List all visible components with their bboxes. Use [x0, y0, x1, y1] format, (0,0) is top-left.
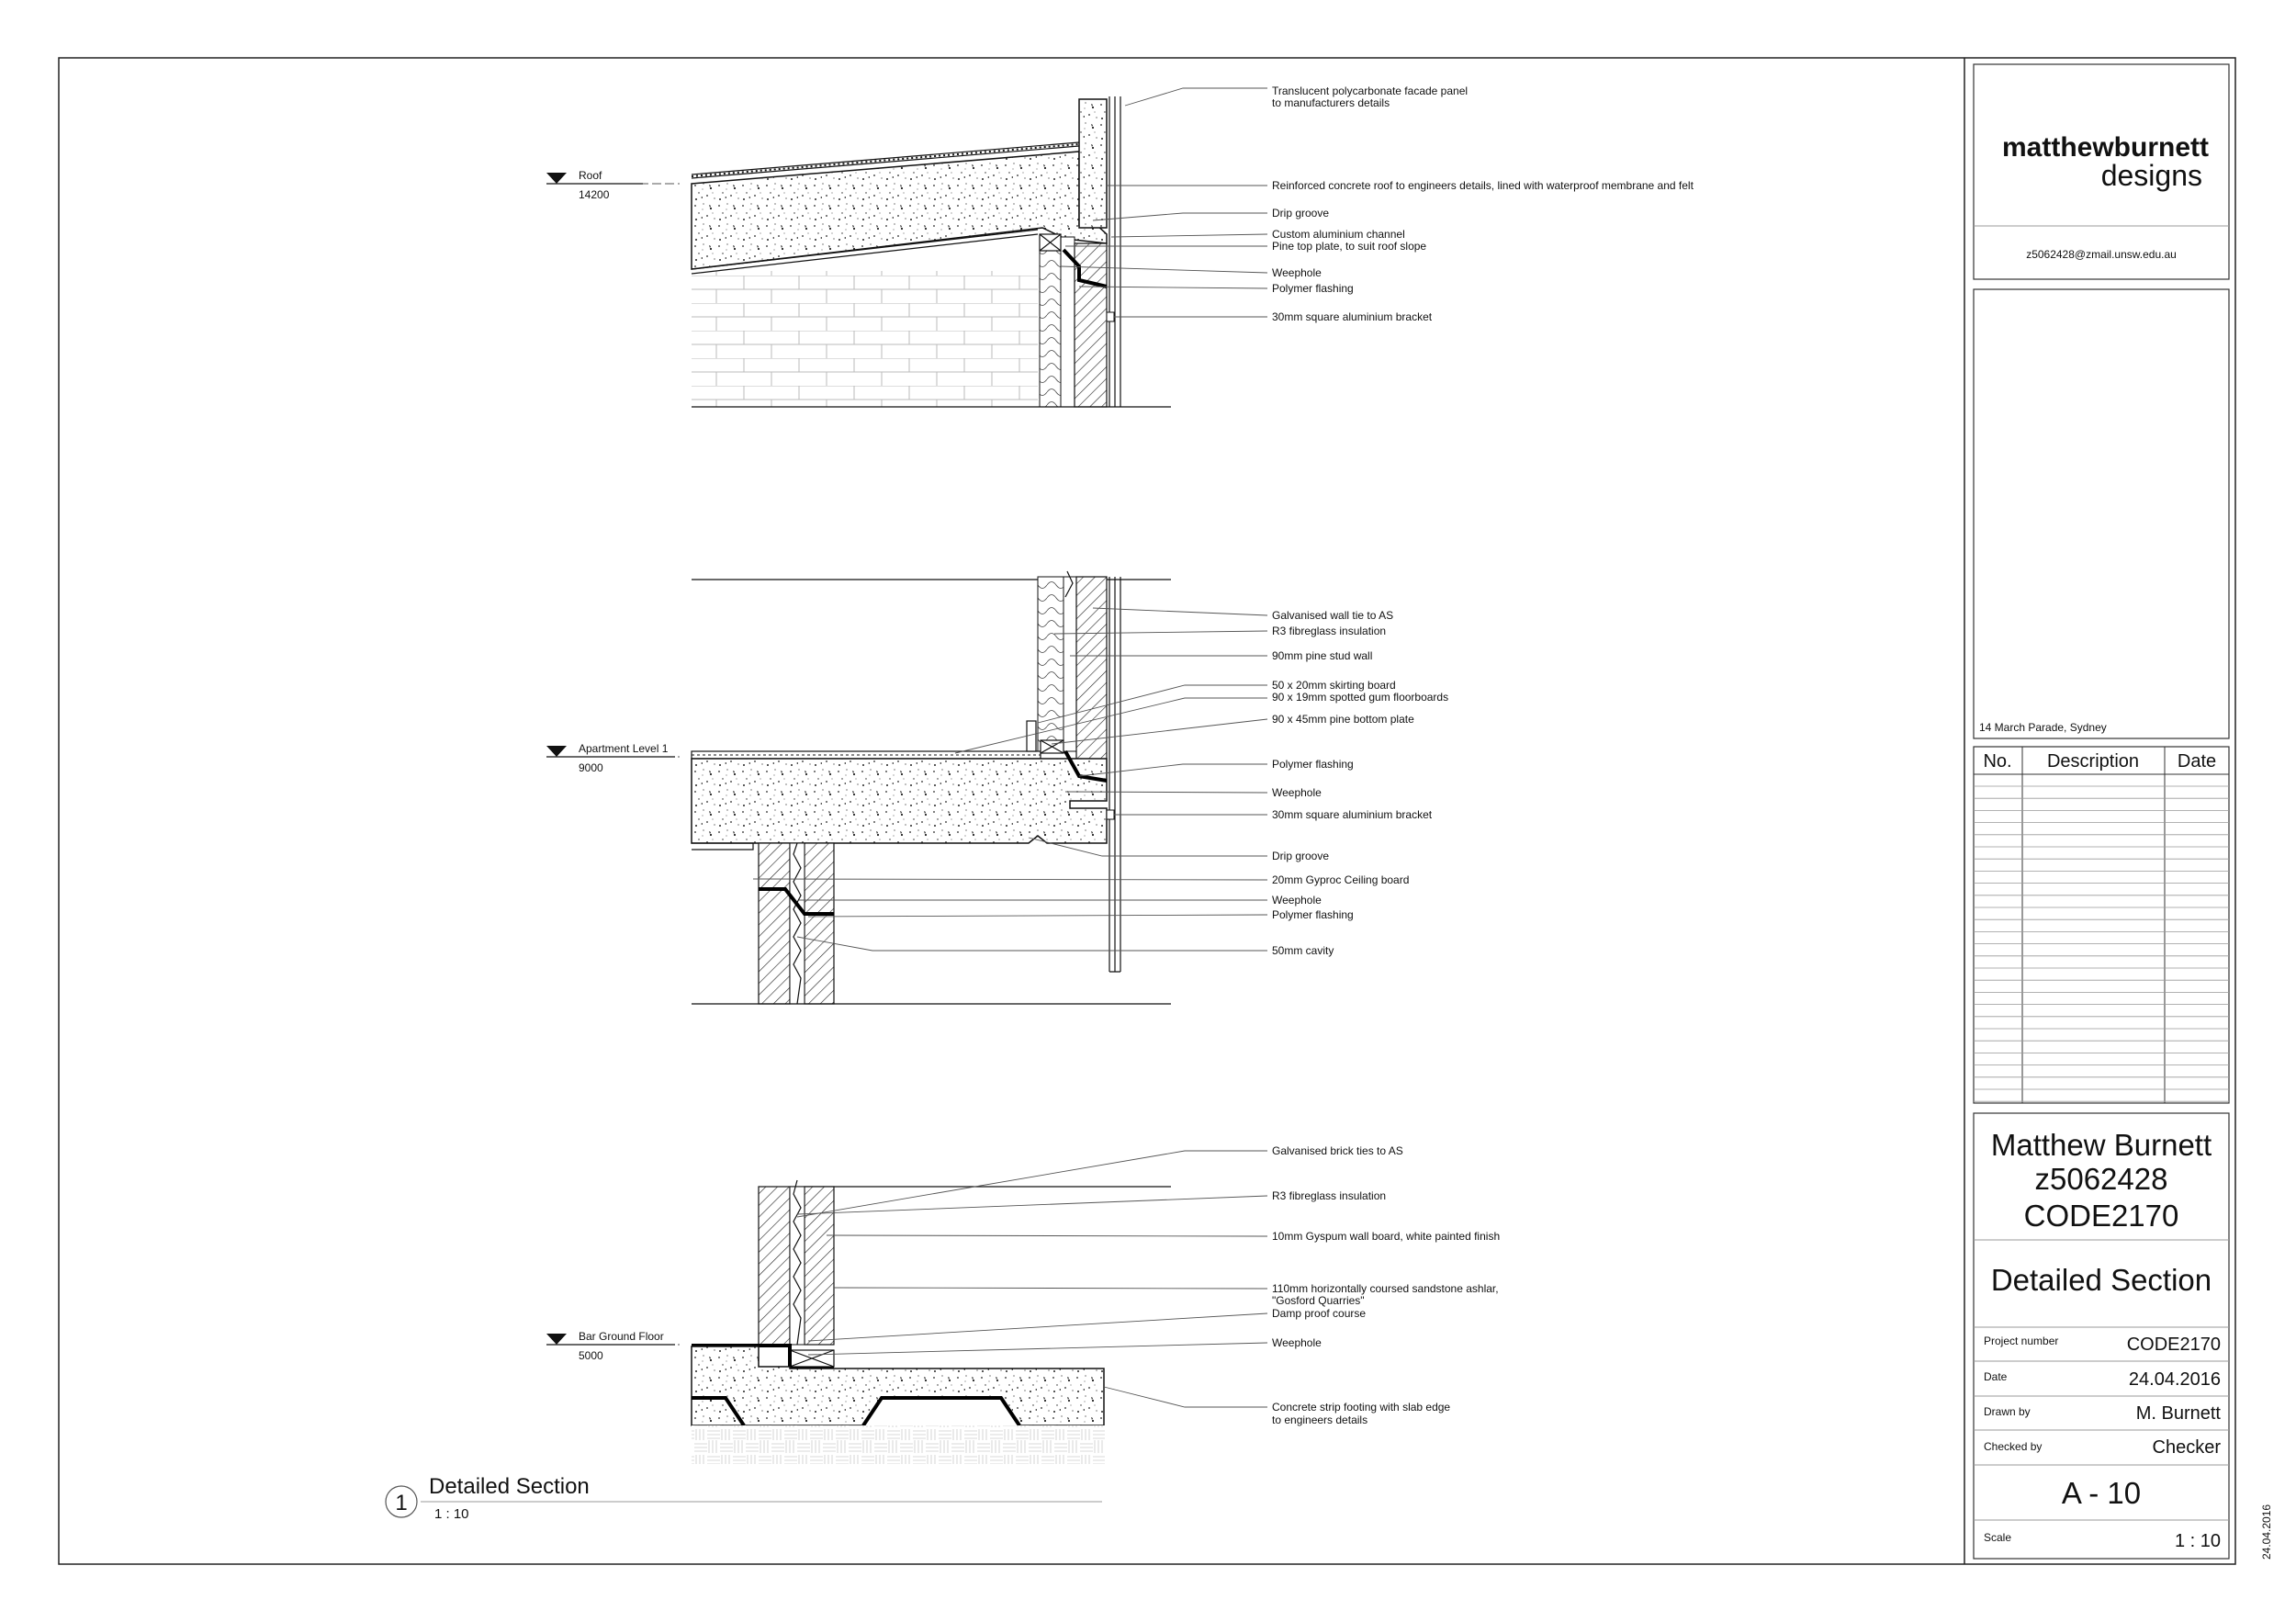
- company-logo-line1: matthewburnett: [2002, 132, 2209, 163]
- level-marker-apartment: Apartment Level 1 9000: [546, 742, 675, 774]
- note-text: to engineers details: [1272, 1414, 1367, 1426]
- strip-footing: [691, 1346, 1105, 1426]
- note-text: 110mm horizontally coursed sandstone ash…: [1272, 1282, 1499, 1295]
- field-label: Drawn by: [1984, 1405, 2031, 1418]
- revision-header-description: Description: [2047, 751, 2139, 772]
- company-logo-line2: designs: [2101, 159, 2202, 192]
- notes-roof: Translucent polycarbonate facade panel t…: [1272, 84, 1694, 323]
- note-text: Custom aluminium channel: [1272, 228, 1405, 241]
- note-text: 20mm Gyproc Ceiling board: [1272, 873, 1409, 886]
- leader-lines: [752, 87, 1268, 1408]
- field-label: Project number: [1984, 1335, 2058, 1347]
- note-text: 50 x 20mm skirting board: [1272, 679, 1396, 692]
- view-title: 1 Detailed Section 1 : 10: [385, 1474, 1102, 1522]
- student-id: z5062428: [2035, 1162, 2168, 1196]
- field-project-number: Project number CODE2170: [1984, 1335, 2221, 1355]
- roof-detail: [588, 96, 1171, 408]
- note-text: 90mm pine stud wall: [1272, 649, 1372, 662]
- field-value: Checker: [2153, 1437, 2222, 1458]
- note-text: 90 x 19mm spotted gum floorboards: [1272, 691, 1448, 704]
- sheet-border: [58, 57, 2236, 1565]
- level-marker-roof: Roof 14200: [546, 169, 643, 201]
- note-text: Pine top plate, to suit roof slope: [1272, 240, 1426, 253]
- revision-table: No. Description Date: [1973, 746, 2230, 1104]
- revision-header-no: No.: [1983, 751, 2011, 772]
- note-text: Drip groove: [1272, 850, 1329, 862]
- notes-ground: Galvanised brick ties to AS R3 fibreglas…: [1272, 1144, 1500, 1426]
- level1-detail: [588, 570, 1171, 1005]
- field-value: 24.04.2016: [2129, 1369, 2221, 1390]
- note-text: Drip groove: [1272, 207, 1329, 220]
- level-name: Apartment Level 1: [579, 742, 669, 755]
- title-block: matthewburnett designs z5062428@zmail.un…: [1973, 63, 2230, 1560]
- field-date: Date 24.04.2016: [1984, 1369, 2221, 1390]
- notes-level1: Galvanised wall tie to AS R3 fibreglass …: [1272, 609, 1448, 957]
- project-address: 14 March Parade, Sydney: [1979, 721, 2107, 734]
- author-name: Matthew Burnett: [1991, 1128, 2212, 1162]
- contact-email: z5062428@zmail.unsw.edu.au: [2026, 248, 2177, 261]
- note-text: 50mm cavity: [1272, 944, 1334, 957]
- level-name: Bar Ground Floor: [579, 1330, 664, 1343]
- view-title-text: Detailed Section: [429, 1474, 590, 1499]
- level-name: Roof: [579, 169, 602, 182]
- level-elevation: 5000: [579, 1349, 603, 1362]
- brick-wall-hatch: [692, 271, 1038, 407]
- scale-label: Scale: [1984, 1531, 2011, 1544]
- note-text: to manufacturers details: [1272, 96, 1390, 109]
- note-text: Polymer flashing: [1272, 282, 1354, 295]
- view-scale: 1 : 10: [434, 1506, 469, 1522]
- level-elevation: 14200: [579, 188, 610, 201]
- revision-header-date: Date: [2178, 751, 2216, 772]
- field-drawn-by: Drawn by M. Burnett: [1984, 1403, 2221, 1424]
- scale-value: 1 : 10: [2175, 1531, 2221, 1551]
- level1-slab: [691, 758, 1108, 844]
- note-text: 10mm Gyspum wall board, white painted fi…: [1272, 1230, 1500, 1243]
- note-text: Concrete strip footing with slab edge: [1272, 1401, 1450, 1414]
- side-date: 24.04.2016: [2260, 1504, 2273, 1560]
- view-number: 1: [395, 1491, 407, 1515]
- note-text: Weephole: [1272, 1336, 1322, 1349]
- note-text: Translucent polycarbonate facade panel: [1272, 84, 1468, 97]
- field-value: CODE2170: [2127, 1335, 2221, 1355]
- sheet-name: Detailed Section: [1991, 1263, 2212, 1297]
- note-text: Weephole: [1272, 786, 1322, 799]
- note-text: Reinforced concrete roof to engineers de…: [1272, 179, 1694, 192]
- note-text: "Gosford Quarries": [1272, 1294, 1365, 1307]
- note-text: Damp proof course: [1272, 1307, 1366, 1320]
- field-value: M. Burnett: [2136, 1403, 2222, 1424]
- level-elevation: 9000: [579, 761, 603, 774]
- note-text: 30mm square aluminium bracket: [1272, 310, 1433, 323]
- level-marker-ground: Bar Ground Floor 5000: [546, 1330, 675, 1362]
- sheet-number: A - 10: [2062, 1476, 2141, 1510]
- note-text: 30mm square aluminium bracket: [1272, 808, 1433, 821]
- note-text: Polymer flashing: [1272, 908, 1354, 921]
- field-label: Date: [1984, 1370, 2008, 1383]
- note-text: Galvanised brick ties to AS: [1272, 1144, 1403, 1157]
- note-text: Weephole: [1272, 266, 1322, 279]
- note-text: 90 x 45mm pine bottom plate: [1272, 713, 1414, 726]
- note-text: R3 fibreglass insulation: [1272, 625, 1386, 637]
- note-text: Galvanised wall tie to AS: [1272, 609, 1393, 622]
- ground-detail: [588, 1179, 1171, 1464]
- field-label: Checked by: [1984, 1440, 2042, 1453]
- field-checked-by: Checked by Checker: [1984, 1437, 2221, 1458]
- note-text: Polymer flashing: [1272, 758, 1354, 771]
- note-text: R3 fibreglass insulation: [1272, 1189, 1386, 1202]
- note-text: Weephole: [1272, 894, 1322, 907]
- course-code: CODE2170: [2024, 1199, 2179, 1233]
- roof-upstand: [1078, 98, 1108, 229]
